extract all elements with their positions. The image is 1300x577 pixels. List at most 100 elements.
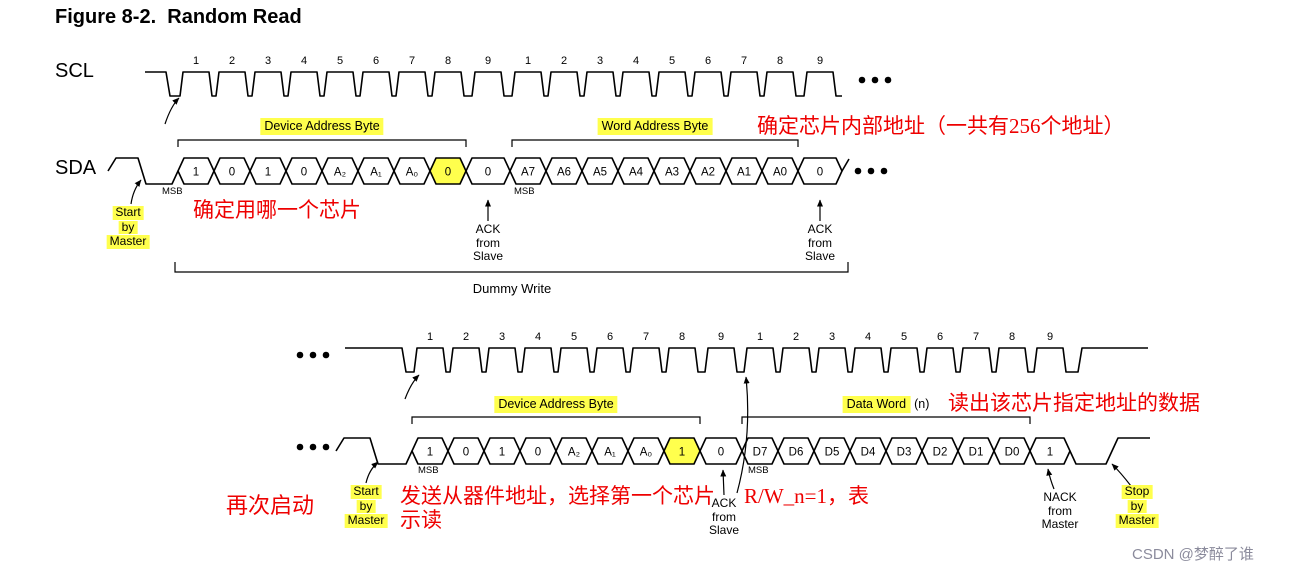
data-word-label: Data Word [842,396,911,413]
top-sda-bit-label-3: 0 [301,167,307,179]
top-clock-number-5: 5 [669,55,675,67]
top-clock-number-4: 4 [301,55,307,67]
ellipsis-dot [322,351,330,359]
top-sda-bit-label-11: A5 [593,167,607,179]
top-sda-bit-label-17: 0 [817,167,823,179]
top-clock-number-7: 7 [409,55,415,67]
slave-word: Slave [804,249,836,263]
top-sda-bit-label-12: A4 [629,167,644,179]
device-byte-bracket-bottom [411,416,701,424]
bottom-sda-bit-label-2: 1 [499,447,505,459]
bottom-sda-bit-label-14: D2 [933,447,948,459]
from-word: from [712,509,736,524]
bottom-sda-bit-label-6: A₀ [640,447,653,459]
top-clock-number-6: 6 [705,55,711,67]
ack-from-slave-label-bottom: ACK from Slave [708,496,740,538]
ellipsis-dot [296,443,304,451]
master-chip: Master [344,513,388,528]
bottom-nack-arrow [1046,468,1055,490]
bottom-sda-bit-label-4: A₂ [568,447,580,459]
top-sda-bit-label-5: A₁ [370,167,382,179]
top-clock-number-4: 4 [633,55,639,67]
top-scl-waveform [145,71,842,97]
bottom-clock-number-4: 4 [865,331,871,343]
from-word: from [1048,503,1072,518]
bottom-sda-lead-in [335,437,413,465]
dummy-write-label: Dummy Write [472,281,552,296]
bottom-clock-number-8: 8 [1009,331,1015,343]
bottom-scl-waveform [345,347,1148,373]
from-word: from [476,235,500,250]
top-sda-bit-label-10: A6 [557,167,571,179]
ellipsis-dot [309,443,317,451]
bottom-clock-number-6: 6 [937,331,943,343]
start-chip: Start [350,484,382,499]
top-sda-bit-cell-17 [797,157,843,185]
device-byte-bracket-top [177,139,467,147]
top-clock-number-3: 3 [265,55,271,67]
bottom-stop-arrow [1111,463,1132,487]
bottom-clock-number-1: 1 [757,331,763,343]
annotation-send-address-line2: 示读 [400,508,442,532]
top-clock-number-3: 3 [597,55,603,67]
from-word: from [808,235,832,250]
csdn-watermark: CSDN @梦醉了谁 [1132,546,1254,563]
bottom-clock-number-4: 4 [535,331,541,343]
nack-from-master-label: NACK from Master [1042,490,1079,532]
bottom-clock-number-6: 6 [607,331,613,343]
ack-word: ACK [475,222,501,236]
slave-word: Slave [708,523,740,537]
bottom-ack-clock-arrow [736,376,750,494]
scl-signal-label: SCL [55,60,94,82]
bottom-clock-number-7: 7 [973,331,979,343]
bottom-sda-start-arrow [365,461,379,484]
stop-by-master-label: Stop by Master [1115,484,1159,529]
top-clock-number-9: 9 [485,55,491,67]
bottom-clock-number-2: 2 [793,331,799,343]
by-chip: by [1127,499,1147,513]
top-sda-bit-label-4: A₂ [334,167,346,179]
word-byte-bracket-top [511,139,799,147]
master-chip: Master [106,234,150,249]
top-clock-number-5: 5 [337,55,343,67]
top-sda-bit-label-6: A₀ [406,167,419,179]
bottom-sda-bit-label-8: 0 [718,447,724,459]
bottom-sda-bit-label-10: D6 [789,447,804,459]
ellipsis-dot [880,167,888,175]
top-sda-bit-label-7: 0 [445,167,451,179]
ack-word: ACK [711,496,737,510]
top-clock-number-2: 2 [561,55,567,67]
bottom-sda-bit-cell-17 [1029,437,1071,465]
nack-word: NACK [1043,490,1077,504]
bottom-sda-bit-label-16: D0 [1005,447,1020,459]
bottom-scl-start-arrow [404,374,420,400]
top-sda-bit-label-1: 0 [229,167,235,179]
top-sda-bit-label-15: A1 [737,167,751,179]
msb-label-top-word: MSB [514,186,535,197]
bottom-clock-number-8: 8 [679,331,685,343]
bottom-clock-number-9: 9 [1047,331,1053,343]
ack-from-slave-label-word: ACK from Slave [804,222,836,264]
word-address-byte-label: Word Address Byte [597,118,713,135]
stop-chip: Stop [1121,484,1153,499]
bottom-clock-number-3: 3 [499,331,505,343]
annotation-restart: 再次启动 [226,493,315,518]
annotation-rw-bit: R/W_n=1，表 [744,484,870,508]
bottom-clock-number-5: 5 [571,331,577,343]
top-sda-bit-label-2: 1 [265,167,271,179]
bottom-sda-bit-label-17: 1 [1047,447,1053,459]
bottom-sda-bit-label-13: D3 [897,447,912,459]
by-chip: by [356,499,376,513]
top-clock-number-9: 9 [817,55,823,67]
bottom-clock-number-7: 7 [643,331,649,343]
ellipsis-dot [871,76,879,84]
ellipsis-dot [296,351,304,359]
top-sda-bit-label-9: A7 [521,167,535,179]
msb-label-top-device: MSB [162,186,183,197]
figure-title: Figure 8-2. Random Read [55,6,302,28]
by-chip: by [118,220,138,234]
bottom-ack-arrow [720,469,727,496]
ellipsis-dot [867,167,875,175]
top-sda-bit-label-13: A3 [665,167,679,179]
